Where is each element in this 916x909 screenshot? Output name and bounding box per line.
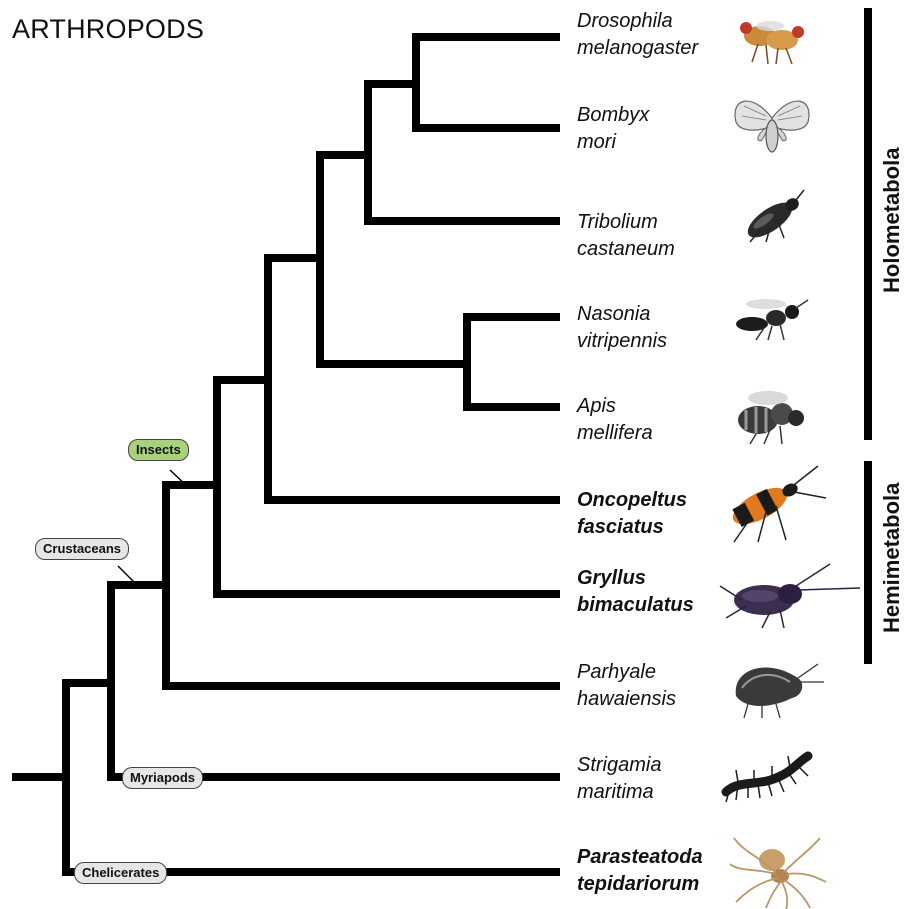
species-name: melanogaster: [577, 35, 698, 62]
beetle-icon: [742, 190, 804, 244]
taxon-label: Strigamia maritima: [577, 752, 661, 806]
species-name: mori: [577, 129, 649, 156]
taxon-label: Drosophila melanogaster: [577, 8, 698, 62]
clade-label-chelicerates: Chelicerates: [74, 862, 167, 884]
genus-name: Gryllus: [577, 565, 694, 592]
taxon-label: Parasteatoda tepidariorum: [577, 844, 703, 898]
genus-name: Bombyx: [577, 102, 649, 129]
species-name: maritima: [577, 779, 661, 806]
cricket-icon: [720, 564, 860, 628]
species-name: mellifera: [577, 420, 653, 447]
genus-name: Apis: [577, 393, 653, 420]
taxon-label: Parhyale hawaiensis: [577, 659, 676, 713]
clade-label-insects: Insects: [128, 439, 189, 461]
moth-icon: [735, 101, 809, 152]
taxon-label: Bombyx mori: [577, 102, 649, 156]
clade-label-crustaceans: Crustaceans: [35, 538, 129, 560]
taxon-label: Tribolium castaneum: [577, 209, 675, 263]
group-label-holometabola: Holometabola: [879, 153, 905, 293]
genus-name: Drosophila: [577, 8, 698, 35]
species-name: castaneum: [577, 236, 675, 263]
wasp-icon: [736, 299, 808, 340]
spider-icon: [730, 838, 826, 909]
taxon-label: Gryllus bimaculatus: [577, 565, 694, 619]
species-name: hawaiensis: [577, 686, 676, 713]
group-label-hemimetabola: Hemimetabola: [879, 493, 905, 633]
species-name: fasciatus: [577, 514, 687, 541]
species-name: bimaculatus: [577, 592, 694, 619]
species-name: tepidariorum: [577, 871, 703, 898]
species-name: vitripennis: [577, 328, 667, 355]
genus-name: Parasteatoda: [577, 844, 703, 871]
bee-icon: [738, 391, 804, 444]
milkweed-bug-icon: [727, 466, 826, 542]
taxon-label: Oncopeltus fasciatus: [577, 487, 687, 541]
taxon-label: Apis mellifera: [577, 393, 653, 447]
genus-name: Strigamia: [577, 752, 661, 779]
genus-name: Parhyale: [577, 659, 676, 686]
fly-icon: [740, 21, 804, 64]
amphipod-icon: [736, 664, 824, 718]
taxon-label: Nasonia vitripennis: [577, 301, 667, 355]
genus-name: Oncopeltus: [577, 487, 687, 514]
centipede-icon: [726, 756, 808, 802]
genus-name: Nasonia: [577, 301, 667, 328]
clade-label-myriapods: Myriapods: [122, 767, 203, 789]
genus-name: Tribolium: [577, 209, 675, 236]
